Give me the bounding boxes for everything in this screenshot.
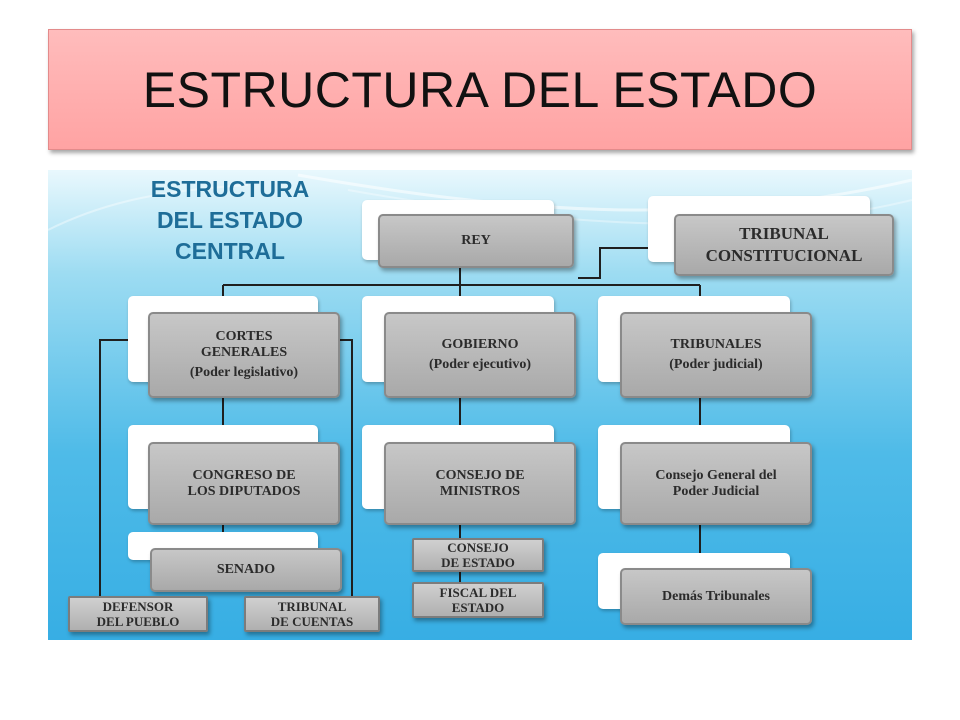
- diagram-heading-line: CENTRAL: [175, 238, 285, 264]
- node-label: ESTADO: [451, 600, 505, 615]
- node-rey: REY: [378, 214, 574, 268]
- node-defensor-pueblo: DEFENSOR DEL PUEBLO: [68, 596, 208, 632]
- node-tribunales: TRIBUNALES (Poder judicial): [620, 312, 812, 398]
- node-congreso: CONGRESO DE LOS DIPUTADOS: [148, 442, 340, 525]
- node-label: FISCAL DEL: [439, 585, 517, 600]
- node-consejo-estado: CONSEJO DE ESTADO: [412, 538, 544, 572]
- node-tribunal-constitucional: TRIBUNAL CONSTITUCIONAL: [674, 214, 894, 276]
- node-gobierno: GOBIERNO (Poder ejecutivo): [384, 312, 576, 398]
- node-label: CONSEJO DE: [435, 467, 525, 483]
- node-label: DE ESTADO: [441, 555, 515, 570]
- diagram-heading-line: DEL ESTADO: [156, 207, 304, 233]
- node-label: CORTES: [215, 329, 273, 344]
- diagram-heading: ESTRUCTURA DEL ESTADO CENTRAL: [120, 174, 340, 267]
- node-label: LOS DIPUTADOS: [187, 483, 301, 499]
- node-label: CONSTITUCIONAL: [705, 246, 863, 265]
- node-consejo-general-poder-judicial: Consejo General del Poder Judicial: [620, 442, 812, 525]
- connector-lines: [99, 247, 701, 600]
- node-label: CONSEJO: [447, 540, 509, 555]
- node-cortes-generales: CORTES GENERALES (Poder legislativo): [148, 312, 340, 398]
- node-label: GENERALES: [200, 345, 288, 360]
- node-label: TRIBUNAL: [277, 599, 347, 614]
- node-label: REY: [461, 233, 491, 248]
- node-sublabel: (Poder judicial): [669, 357, 763, 372]
- node-label: Poder Judicial: [672, 483, 760, 499]
- title-banner: ESTRUCTURA DEL ESTADO: [48, 29, 912, 150]
- node-label: Demás Tribunales: [662, 588, 770, 604]
- node-consejo-ministros: CONSEJO DE MINISTROS: [384, 442, 576, 525]
- node-senado: SENADO: [150, 548, 342, 592]
- node-sublabel: (Poder legislativo): [189, 365, 299, 380]
- node-label: DEFENSOR: [102, 599, 174, 614]
- node-label: DE CUENTAS: [270, 614, 354, 629]
- node-sublabel: (Poder ejecutivo): [429, 357, 531, 372]
- node-label: CONGRESO DE: [192, 467, 296, 483]
- diagram-heading-line: ESTRUCTURA: [150, 176, 310, 202]
- node-tribunal-cuentas: TRIBUNAL DE CUENTAS: [244, 596, 380, 632]
- node-label: SENADO: [216, 562, 276, 577]
- node-fiscal-estado: FISCAL DEL ESTADO: [412, 582, 544, 618]
- node-label: DEL PUEBLO: [96, 614, 180, 629]
- org-chart-panel: ESTRUCTURA DEL ESTADO CENTRAL: [48, 170, 912, 640]
- node-label: Consejo General del: [655, 467, 777, 483]
- node-label: TRIBUNALES: [670, 337, 762, 352]
- node-label: MINISTROS: [439, 483, 521, 499]
- slide-title: ESTRUCTURA DEL ESTADO: [142, 61, 818, 118]
- node-label: TRIBUNAL: [739, 224, 829, 243]
- node-demas-tribunales: Demás Tribunales: [620, 568, 812, 625]
- node-label: GOBIERNO: [441, 337, 519, 352]
